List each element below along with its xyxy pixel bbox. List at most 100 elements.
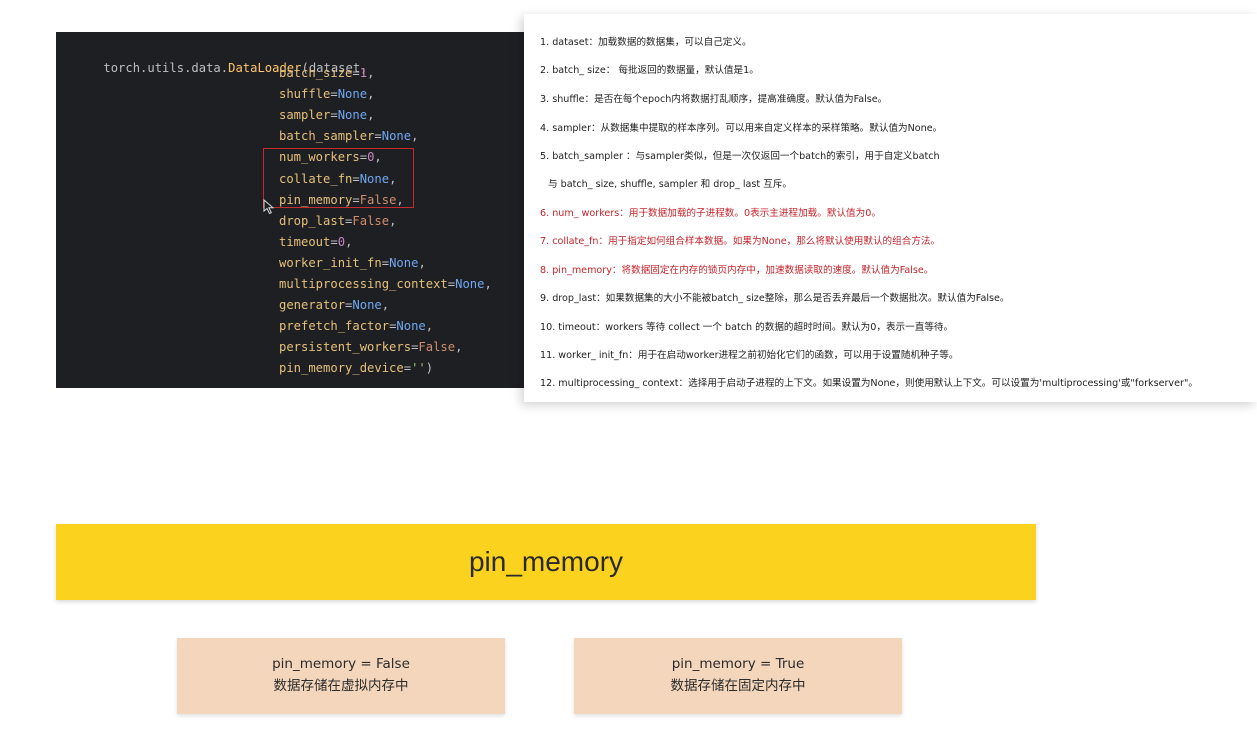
code-equals: = — [345, 298, 353, 313]
banner-title: pin_memory — [468, 546, 624, 577]
card-true-line2: 数据存储在固定内存中 — [670, 678, 806, 694]
code-line-persistent-workers: persistent_workers=False, — [279, 339, 462, 355]
code-comma: , — [389, 171, 397, 186]
card-pin-memory-true: pin_memory = True 数据存储在固定内存中 — [574, 638, 902, 714]
code-comma: , — [455, 340, 463, 355]
code-line-multiprocessing-context: multiprocessing_context=None, — [279, 276, 492, 292]
code-param-value: False — [418, 340, 456, 355]
code-line-timeout: timeout=0, — [279, 234, 352, 250]
doc-item: 11. worker_ init_fn：用于在启动worker进程之前初始化它们… — [540, 350, 959, 361]
doc-item: 3. shuffle：是否在每个epoch内将数据打乱顺序，提高准确度。默认值为… — [540, 94, 888, 105]
doc-item: 1. dataset：加载数据的数据集，可以自己定义。 — [540, 37, 752, 48]
code-line-generator: generator=None, — [279, 297, 389, 313]
code-line-sampler: sampler=None, — [279, 107, 374, 123]
code-param-name: collate_fn — [279, 171, 353, 186]
code-comma: , — [367, 87, 375, 102]
doc-item: 10. timeout：workers 等待 collect 一个 batch … — [540, 322, 954, 333]
code-line-batch-size: batch_size=1, — [279, 65, 374, 81]
code-equals: = — [447, 277, 456, 291]
code-line-drop-last: drop_last=False, — [279, 213, 396, 229]
code-param-name: num_workers — [279, 150, 360, 165]
code-comma: , — [367, 108, 375, 123]
code-line-shuffle: shuffle=None, — [279, 86, 374, 102]
code-param-name: multiprocessing_context — [279, 277, 448, 291]
code-param-value: 0 — [337, 234, 346, 249]
code-param-name: persistent_workers — [279, 340, 412, 355]
code-comma: , — [425, 319, 434, 334]
code-line-batch-sampler: batch_sampler=None, — [279, 128, 418, 144]
mouse-pointer-icon — [263, 199, 275, 215]
doc-item: 2. batch_ size： 每批返回的数据量，默认值是1。 — [540, 65, 759, 76]
code-param-name: batch_size — [279, 66, 353, 80]
code-close: ) — [425, 361, 434, 376]
doc-item: 9. drop_last：如果数据集的大小不能被batch_ size整除，那么… — [540, 293, 1010, 304]
pin-memory-banner: pin_memory — [56, 524, 1036, 600]
code-comma: , — [396, 192, 404, 207]
doc-item: 与 batch_ size, shuffle, sampler 和 drop_ … — [548, 179, 792, 190]
code-equals: = — [330, 234, 338, 249]
code-param-name: timeout — [279, 234, 331, 249]
code-comma: , — [484, 277, 492, 291]
code-comma: , — [381, 298, 390, 313]
code-equals: = — [389, 319, 397, 334]
doc-item: 5. batch_sampler ：与sampler类似，但是一次仅返回一个ba… — [540, 151, 940, 162]
code-param-value: None — [381, 129, 412, 144]
code-comma: , — [367, 66, 375, 80]
code-comma: , — [374, 150, 382, 165]
code-call-prefix: torch.utils.data. — [103, 61, 229, 75]
code-equals: = — [330, 108, 338, 123]
code-comma: , — [389, 213, 397, 228]
code-param-value: None — [389, 255, 419, 270]
code-line-num-workers: num_workers=0, — [279, 149, 382, 165]
code-param-value: 0 — [367, 150, 375, 165]
code-call-fn: DataLoader — [228, 61, 302, 75]
code-param-value: False — [359, 192, 397, 207]
code-equals: = — [330, 87, 338, 102]
code-param-value: None — [455, 277, 485, 291]
code-param-name: worker_init_fn — [279, 255, 382, 270]
code-param-name: shuffle — [279, 87, 331, 102]
code-param-value: None — [396, 319, 426, 334]
code-param-name: batch_sampler — [279, 129, 375, 144]
code-param-value: False — [352, 213, 390, 228]
code-line-worker-init-fn: worker_init_fn=None, — [279, 255, 426, 271]
code-line-call: torch.utils.data.DataLoader(dataset, — [74, 44, 368, 92]
code-equals: = — [345, 213, 353, 228]
code-equals: = — [381, 255, 390, 270]
code-equals: = — [359, 150, 368, 165]
code-equals: = — [403, 361, 412, 376]
doc-item: 7. collate_fn：用于指定如何组合样本数据。如果为None，那么将默认… — [540, 236, 941, 247]
code-line-prefetch-factor: prefetch_factor=None, — [279, 318, 433, 334]
code-equals: = — [352, 66, 360, 80]
doc-item: 4. sampler：从数据集中提取的样本序列。可以用来自定义样本的采样策略。默… — [540, 123, 943, 134]
code-line-collate-fn: collate_fn=None, — [279, 171, 396, 187]
code-param-value: '' — [411, 361, 426, 376]
card-pin-memory-false: pin_memory = False 数据存储在虚拟内存中 — [177, 638, 505, 714]
code-call-open: (dataset, — [301, 61, 368, 75]
code-param-name: generator — [279, 298, 346, 313]
code-param-name: sampler — [279, 108, 331, 123]
code-param-value: None — [337, 87, 368, 102]
code-comma: , — [345, 234, 353, 249]
code-param-name: pin_memory — [279, 192, 353, 207]
code-param-value: None — [352, 298, 382, 313]
doc-item: 12. multiprocessing_ context：选择用于启动子进程的上… — [540, 378, 1198, 389]
code-comma: , — [418, 255, 426, 270]
code-param-value: None — [337, 108, 368, 123]
card-false-line1: pin_memory = False — [272, 656, 410, 672]
code-comma: , — [411, 129, 419, 144]
code-param-name: pin_memory_device — [279, 361, 404, 376]
code-equals: = — [374, 129, 382, 144]
card-false-line2: 数据存储在虚拟内存中 — [273, 678, 409, 694]
doc-item: 6. num_ workers：用于数据加载的子进程数。0表示主进程加载。默认值… — [540, 208, 881, 219]
code-param-value: None — [359, 171, 390, 186]
doc-item: 8. pin_memory：将数据固定在内存的锁页内存中，加速数据读取的速度。默… — [540, 265, 934, 276]
code-line-pin-memory: pin_memory=False, — [279, 192, 404, 208]
code-equals: = — [352, 192, 360, 207]
code-param-name: drop_last — [279, 213, 346, 228]
card-true-line1: pin_memory = True — [671, 656, 805, 672]
code-panel: torch.utils.data.DataLoader(dataset, bat… — [56, 32, 536, 388]
code-line-pin-memory-device: pin_memory_device='') — [279, 360, 433, 376]
code-equals: = — [352, 171, 360, 186]
code-param-name: prefetch_factor — [279, 319, 390, 334]
